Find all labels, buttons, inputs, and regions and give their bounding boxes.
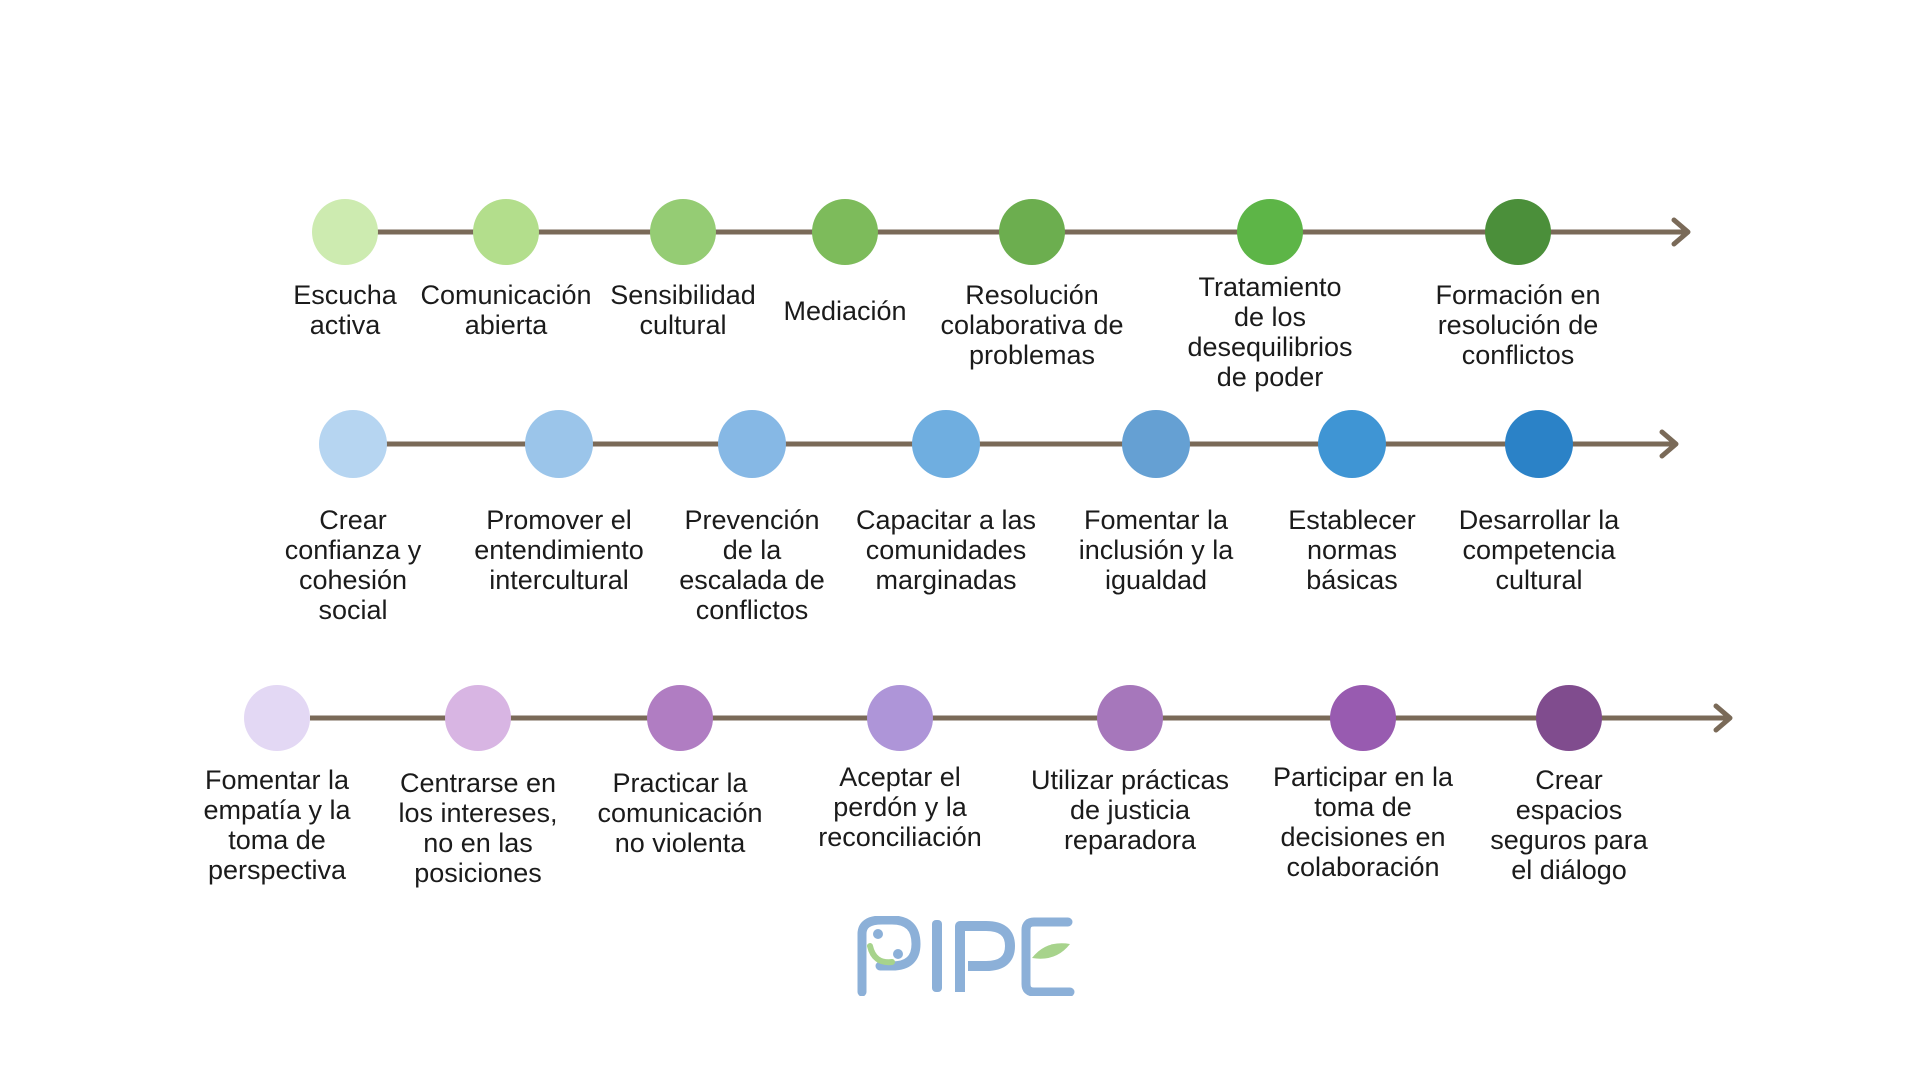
timeline-node xyxy=(1505,410,1573,478)
timeline-node-label: Utilizar prácticas de justicia reparador… xyxy=(1030,765,1230,855)
timeline-node-label: Aceptar el perdón y la reconciliación xyxy=(818,762,982,852)
timeline-node xyxy=(999,199,1065,265)
timeline-node-label: Escucha activa xyxy=(293,280,397,340)
timeline-node-label: Practicar la comunicación no violenta xyxy=(597,768,763,858)
logo-letter-p2 xyxy=(955,921,1015,992)
timeline-node xyxy=(650,199,716,265)
timeline-row-green xyxy=(312,199,1691,265)
timeline-node-label: Capacitar a las comunidades marginadas xyxy=(855,505,1037,595)
timeline-node xyxy=(473,199,539,265)
timeline-node-label: Promover el entendimiento intercultural xyxy=(474,505,644,595)
timeline-node xyxy=(319,410,387,478)
arrowhead-icon xyxy=(1671,217,1691,247)
arrowhead-icon xyxy=(1659,429,1679,459)
timeline-node xyxy=(1536,685,1602,751)
timeline-node-label: Formación en resolución de conflictos xyxy=(1435,280,1601,370)
arrowhead-icon xyxy=(1713,703,1733,733)
timeline-node xyxy=(244,685,310,751)
timeline-node-label: Mediación xyxy=(783,296,907,326)
timeline-node xyxy=(1237,199,1303,265)
timeline-node-label: Crear espacios seguros para el diálogo xyxy=(1490,765,1648,885)
timeline-row-purple xyxy=(244,685,1733,751)
timeline-node xyxy=(445,685,511,751)
timeline-row-blue xyxy=(319,410,1679,478)
pipe-logo-graphic xyxy=(857,915,1075,997)
timeline-node xyxy=(1318,410,1386,478)
timeline-node xyxy=(525,410,593,478)
timeline-node-label: Comunicación abierta xyxy=(420,280,592,340)
timeline-node-label: Centrarse en los intereses, no en las po… xyxy=(398,768,558,888)
timeline-node xyxy=(912,410,980,478)
timeline-node-label: Sensibilidad cultural xyxy=(610,280,756,340)
pipe-logo xyxy=(856,915,1080,997)
timeline-node-label: Establecer normas básicas xyxy=(1288,505,1416,595)
timeline-node xyxy=(1097,685,1163,751)
timeline-node-label: Fomentar la empatía y la toma de perspec… xyxy=(203,765,351,885)
timeline-node-label: Tratamiento de los desequilibrios de pod… xyxy=(1187,272,1353,392)
timeline-node-label: Resolución colaborativa de problemas xyxy=(940,280,1124,370)
timeline-node-label: Fomentar la inclusión y la igualdad xyxy=(1078,505,1234,595)
timeline-node xyxy=(718,410,786,478)
logo-letter-i xyxy=(932,920,942,992)
timeline-node-label: Prevención de la escalada de conflictos xyxy=(679,505,825,625)
timeline-node-label: Crear confianza y cohesión social xyxy=(284,505,422,625)
timeline-node xyxy=(1122,410,1190,478)
timeline-node xyxy=(647,685,713,751)
timeline-node xyxy=(812,199,878,265)
timeline-node-label: Participar en la toma de decisiones en c… xyxy=(1272,762,1454,882)
timeline-node xyxy=(312,199,378,265)
timeline-node xyxy=(867,685,933,751)
logo-letter-p1 xyxy=(857,915,921,997)
timeline-node xyxy=(1485,199,1551,265)
logo-letter-e xyxy=(1021,917,1075,997)
timeline-node xyxy=(1330,685,1396,751)
timeline-node-label: Desarrollar la competencia cultural xyxy=(1458,505,1620,595)
